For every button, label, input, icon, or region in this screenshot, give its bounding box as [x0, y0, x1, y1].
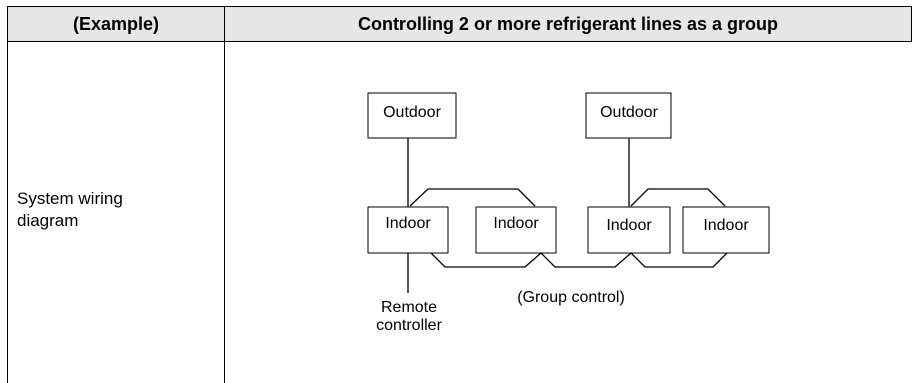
header-bottom-border: [7, 41, 912, 42]
indoor-unit-2: [475, 206, 557, 254]
header-title-text: Controlling 2 or more refrigerant lines …: [357, 13, 779, 34]
group-wire-upper-left: [409, 188, 536, 207]
outdoor-unit-left-label: Outdoor: [383, 104, 441, 121]
column-divider: [224, 6, 225, 383]
table-left-border: [7, 6, 8, 383]
group-wire-lower: [430, 252, 728, 268]
table-right-border: [911, 6, 912, 42]
indoor-unit-1-label: Indoor: [385, 215, 431, 232]
outdoor-unit-right-label: Outdoor: [600, 104, 658, 121]
group-control-label: (Group control): [517, 289, 625, 306]
indoor-unit-1: [367, 206, 449, 254]
row-label: System wiring diagram: [17, 188, 123, 232]
indoor-unit-2-label: Indoor: [493, 215, 539, 232]
indoor-unit-3-label: Indoor: [606, 217, 652, 234]
remote-controller-label-line-2: controller: [376, 317, 442, 334]
indoor-unit-4-label: Indoor: [703, 217, 749, 234]
outdoor-unit-left: [367, 92, 457, 139]
indoor-unit-3: [587, 206, 671, 254]
remote-controller-label-line-1: Remote: [381, 299, 437, 316]
table-top-border: [7, 6, 912, 7]
outdoor-unit-right: [585, 92, 672, 139]
row-label-line-2: diagram: [17, 211, 79, 230]
header-title-cell: Controlling 2 or more refrigerant lines …: [225, 7, 911, 41]
row-label-line-1: System wiring: [17, 189, 123, 208]
group-wire-upper-right: [630, 188, 726, 207]
indoor-unit-4: [682, 206, 770, 254]
header-example-cell: (Example): [8, 7, 224, 41]
header-example-text: (Example): [72, 13, 160, 34]
